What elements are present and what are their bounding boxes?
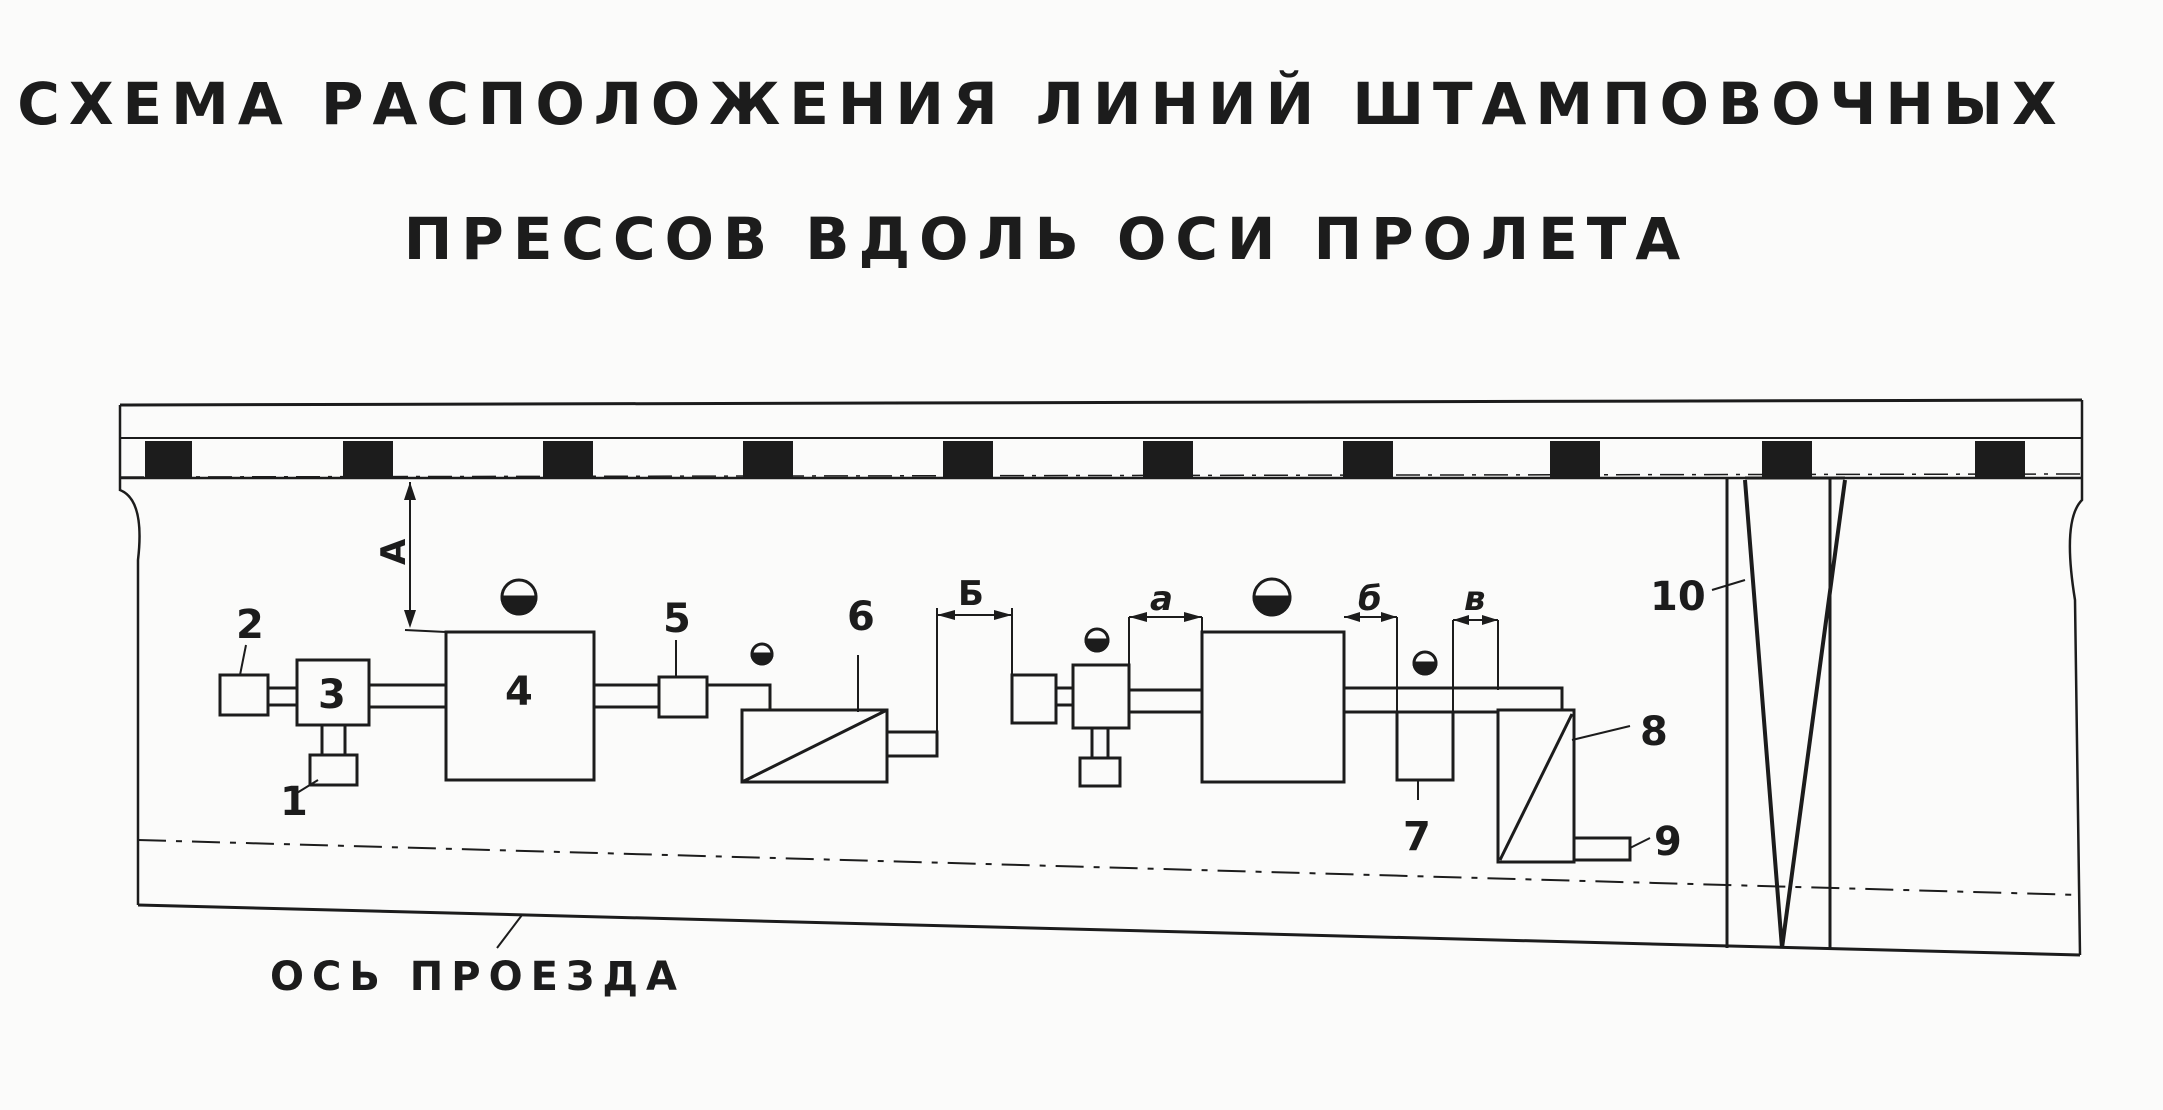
bay-right-edge xyxy=(2068,400,2084,956)
leader-1 xyxy=(291,779,319,797)
operator-symbol xyxy=(750,642,774,666)
operator-symbol xyxy=(1252,577,1292,617)
label-7: 7 xyxy=(1403,814,1431,860)
operator-symbol xyxy=(1412,650,1438,676)
conveyor-5-6 xyxy=(707,683,772,710)
column xyxy=(343,441,393,479)
column-axis-line xyxy=(119,473,2083,478)
column xyxy=(1550,441,1600,479)
column xyxy=(145,441,192,479)
unit-9-box xyxy=(1572,836,1632,862)
arrow-B-left xyxy=(937,610,955,620)
operator-symbols xyxy=(500,577,1438,676)
dim-label-A: А xyxy=(374,538,414,565)
diagram-title-line-1: СХЕМА РАСПОЛОЖЕНИЯ ЛИНИЙ ШТАМПОВОЧНЫХ xyxy=(17,70,2066,138)
label-9: 9 xyxy=(1654,819,1682,865)
unit-10-zigzag xyxy=(1743,479,1847,949)
conveyor-4-5 xyxy=(594,683,659,709)
bay-bottom-wall xyxy=(137,903,2081,957)
label-4: 4 xyxy=(505,669,533,715)
line2-unit-box xyxy=(1010,673,1058,725)
line2-turn-box xyxy=(1071,663,1131,730)
label-2: 2 xyxy=(236,602,264,648)
unit-6-diagonal xyxy=(741,708,888,784)
label-1: 1 xyxy=(280,779,308,825)
dim-v-ext xyxy=(1452,620,1499,712)
leader-8 xyxy=(1571,725,1631,741)
unit-10-leader xyxy=(1711,579,1746,591)
column xyxy=(543,441,593,479)
unit-3-box xyxy=(295,658,371,727)
arrow-v-right xyxy=(1482,615,1498,625)
arrow-v-left xyxy=(1453,615,1469,625)
diagram-title-line-2: ПРЕССОВ ВДОЛЬ ОСИ ПРОЛЕТА xyxy=(403,205,1690,273)
column xyxy=(1143,441,1193,479)
column xyxy=(1343,441,1393,479)
unit-6-outlet xyxy=(885,730,939,758)
bay-left-edge xyxy=(118,405,141,905)
dim-A-extension xyxy=(404,629,447,633)
unit-2-box xyxy=(218,673,270,717)
dim-a-ext xyxy=(1128,617,1203,665)
unit-8-diagonal xyxy=(1498,713,1574,861)
label-10: 10 xyxy=(1650,574,1706,620)
column xyxy=(943,441,993,479)
column xyxy=(1975,441,2025,479)
conveyor-3-4 xyxy=(369,683,446,709)
line2-press-box xyxy=(1200,630,1346,784)
unit-7-box xyxy=(1395,710,1455,782)
dimension-arrowheads xyxy=(404,482,1498,628)
line2-conveyor-a xyxy=(1056,686,1073,707)
label-5: 5 xyxy=(663,596,691,642)
column xyxy=(743,441,793,479)
passage-axis-label: ОСЬ ПРОЕЗДА xyxy=(270,954,685,1000)
label-6: 6 xyxy=(847,594,875,640)
line2-conveyor-b xyxy=(1129,688,1202,714)
unit-1-stem xyxy=(320,725,347,755)
arrow-B-right xyxy=(994,610,1012,620)
unit-5-box xyxy=(657,675,709,719)
arrow-A-bottom xyxy=(404,610,416,628)
conveyor-2-3 xyxy=(268,686,297,707)
leader-axis xyxy=(496,914,523,949)
label-8: 8 xyxy=(1640,709,1668,755)
unit-8-box xyxy=(1496,708,1576,864)
line2-drive-box xyxy=(1078,756,1122,788)
label-3: 3 xyxy=(318,672,346,718)
building-columns xyxy=(145,441,2025,479)
dim-label-b: б xyxy=(1358,579,1382,619)
unit-1-box xyxy=(308,753,359,787)
bay-top-wall xyxy=(119,398,2083,407)
arrow-a-right xyxy=(1184,612,1202,622)
arrow-b-left xyxy=(1344,612,1360,622)
arrow-a-left xyxy=(1129,612,1147,622)
column xyxy=(1762,441,1812,479)
arrow-A-top xyxy=(404,482,416,500)
operator-symbol xyxy=(500,578,538,616)
dim-label-a: а xyxy=(1150,579,1173,619)
line2-drive-stem xyxy=(1090,728,1110,758)
leader-9 xyxy=(1629,837,1651,849)
dim-label-v: в xyxy=(1464,579,1486,619)
operator-symbol xyxy=(1084,627,1110,653)
arrow-b-right xyxy=(1381,612,1397,622)
dim-label-B: Б xyxy=(958,574,984,614)
line2-conveyor-c xyxy=(1344,686,1564,714)
leader-2 xyxy=(239,644,247,676)
unit-10-frame xyxy=(1725,476,1845,948)
